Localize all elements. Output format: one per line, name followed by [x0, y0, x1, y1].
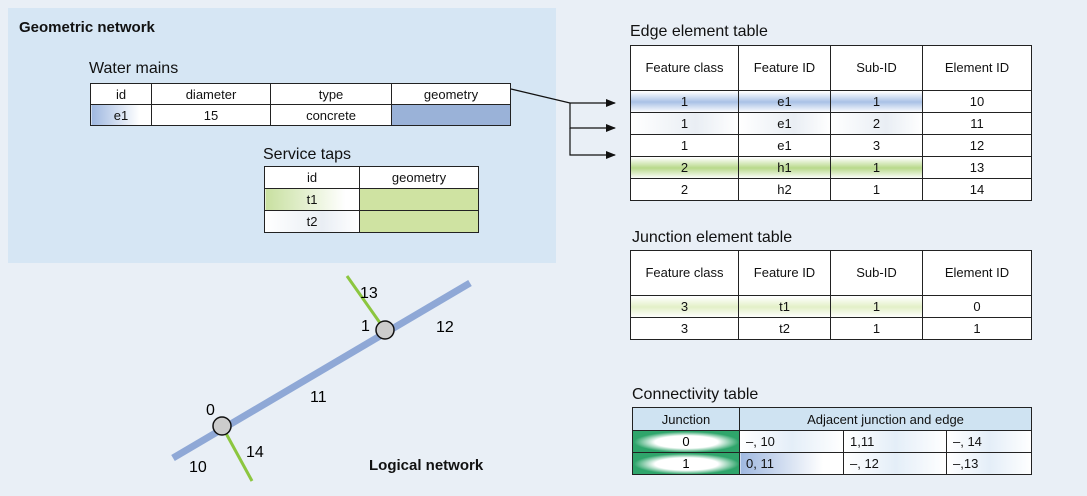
arrow-to-row-3 — [569, 128, 616, 159]
table-row: 2 h1 1 13 — [630, 156, 1032, 179]
junction-table-title: Junction element table — [632, 229, 793, 246]
table-row: 1 0, 11 –, 12 –,13 — [632, 452, 1032, 475]
connectivity-table: Junction Adjacent junction and edge 0 –,… — [632, 407, 1032, 475]
column-header: Feature class — [630, 45, 739, 91]
table-cell: 0, 11 — [739, 452, 844, 475]
table-cell: 3 — [630, 295, 739, 318]
tap-edge-13 — [345, 275, 387, 331]
junction-label-1: 1 — [361, 318, 370, 335]
junction-element-table: Feature class Feature ID Sub-ID Element … — [630, 250, 1032, 340]
edge-element-table: Feature class Feature ID Sub-ID Element … — [630, 45, 1032, 201]
column-header: Feature ID — [738, 250, 831, 296]
arrow-to-row-1 — [510, 88, 616, 107]
table-header-row: Junction Adjacent junction and edge — [632, 407, 1032, 431]
table-header-row: Feature class Feature ID Sub-ID Element … — [630, 250, 1032, 296]
table-cell: t1 — [264, 188, 360, 211]
column-header: Feature class — [630, 250, 739, 296]
edge-table-title: Edge element table — [630, 23, 768, 40]
table-cell: e1 — [738, 90, 831, 113]
table-cell: 1 — [630, 112, 739, 135]
geometry-cell — [391, 104, 511, 126]
water-mains-title: Water mains — [89, 60, 179, 77]
column-header: Feature ID — [738, 45, 831, 91]
table-row: 1 e1 3 12 — [630, 134, 1032, 157]
column-header: Element ID — [922, 250, 1032, 296]
geometry-cell — [359, 188, 479, 211]
table-cell: t2 — [264, 210, 360, 233]
connectivity-table-title: Connectivity table — [632, 386, 759, 403]
arrow-to-row-2 — [569, 103, 616, 132]
junction-cell: 1 — [632, 452, 740, 475]
column-header: Adjacent junction and edge — [739, 407, 1032, 431]
table-cell: 1 — [830, 178, 923, 201]
table-header-row: id geometry — [264, 166, 479, 189]
edge-label-10: 10 — [189, 459, 207, 476]
table-cell: –, 10 — [739, 430, 844, 453]
table-cell: 1,11 — [843, 430, 947, 453]
table-cell: –,13 — [946, 452, 1032, 475]
junction-label-0: 0 — [206, 402, 215, 419]
edge-label-12: 12 — [436, 319, 454, 336]
column-header: Element ID — [922, 45, 1032, 91]
table-cell: 14 — [922, 178, 1032, 201]
table-cell: 13 — [922, 156, 1032, 179]
reference-arrows — [510, 88, 616, 159]
table-row: 1 e1 1 10 — [630, 90, 1032, 113]
table-cell: 1 — [922, 317, 1032, 340]
edge-label-11: 11 — [310, 389, 327, 406]
table-cell: 2 — [830, 112, 923, 135]
junction-node-0 — [212, 416, 232, 436]
geometric-network-title: Geometric network — [19, 19, 155, 36]
table-row: 3 t2 1 1 — [630, 317, 1032, 340]
table-row: 2 h2 1 14 — [630, 178, 1032, 201]
table-row: e1 15 concrete — [90, 104, 511, 126]
table-row: 1 e1 2 11 — [630, 112, 1032, 135]
table-cell: concrete — [270, 104, 392, 126]
table-header-row: Feature class Feature ID Sub-ID Element … — [630, 45, 1032, 91]
table-cell: 15 — [151, 104, 271, 126]
edge-label-13: 13 — [360, 285, 378, 302]
table-cell: h2 — [738, 178, 831, 201]
water-mains-table: id diameter type geometry e1 15 concrete — [90, 83, 511, 126]
logical-network-graph: 13 1 12 11 0 14 10 — [171, 275, 472, 482]
logical-network-title: Logical network — [369, 457, 484, 474]
edge-label-14: 14 — [246, 444, 264, 461]
junction-cell: 0 — [632, 430, 740, 453]
column-header: Sub-ID — [830, 45, 923, 91]
table-cell: e1 — [90, 104, 152, 126]
table-cell: 1 — [830, 90, 923, 113]
service-taps-table: id geometry t1 t2 — [264, 166, 479, 233]
table-row: t1 — [264, 188, 479, 211]
tap-edge-14 — [220, 425, 254, 482]
column-header: Junction — [632, 407, 740, 431]
service-taps-title: Service taps — [263, 146, 352, 163]
junction-node-1 — [375, 320, 395, 340]
geometry-cell — [359, 210, 479, 233]
column-header: geometry — [359, 166, 479, 189]
table-row: t2 — [264, 210, 479, 233]
